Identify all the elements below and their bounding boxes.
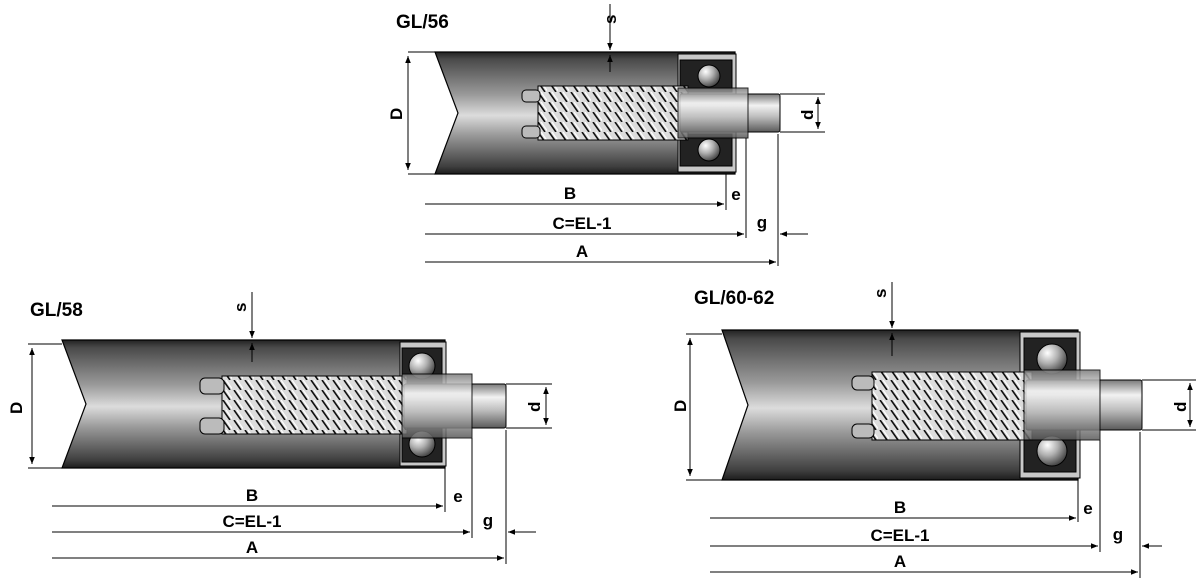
dim-D: D bbox=[7, 402, 26, 414]
drawing-title: GL/60-62 bbox=[694, 288, 774, 309]
dim-s: s bbox=[601, 15, 620, 24]
drawing-gl60-62: GL/60-62 s D d B e C=EL-1 bbox=[671, 282, 1196, 578]
dim-g: g bbox=[483, 511, 493, 530]
dim-D: D bbox=[671, 400, 690, 412]
dim-d: d bbox=[1171, 402, 1190, 412]
drawing-gl56: GL/56 s D d B bbox=[387, 4, 825, 266]
dim-A: A bbox=[246, 538, 258, 557]
spring bbox=[537, 85, 689, 141]
drawing-title: GL/56 bbox=[396, 12, 449, 33]
bearing-ball-top bbox=[697, 64, 721, 88]
dim-D: D bbox=[387, 108, 406, 120]
dim-e: e bbox=[1083, 499, 1092, 518]
spring bbox=[221, 375, 408, 435]
dim-d: d bbox=[525, 402, 544, 412]
dim-g: g bbox=[1113, 525, 1123, 544]
bearing-ball-bottom bbox=[697, 138, 721, 162]
dim-e: e bbox=[453, 487, 462, 506]
dim-A: A bbox=[576, 242, 588, 261]
drawing-gl58: GL/58 s D d B e C=EL-1 bbox=[7, 292, 552, 564]
dim-g: g bbox=[757, 213, 767, 232]
dim-B: B bbox=[246, 486, 258, 505]
dim-A: A bbox=[894, 552, 906, 571]
dim-e: e bbox=[731, 185, 740, 204]
dim-C: C=EL-1 bbox=[552, 214, 611, 233]
dim-C: C=EL-1 bbox=[222, 512, 281, 531]
dim-B: B bbox=[894, 498, 906, 517]
dim-d: d bbox=[798, 110, 817, 120]
spring bbox=[871, 371, 1033, 441]
dim-C: C=EL-1 bbox=[870, 526, 929, 545]
dim-s: s bbox=[231, 303, 250, 312]
drawing-title: GL/58 bbox=[30, 300, 83, 321]
dim-B: B bbox=[564, 184, 576, 203]
dim-s: s bbox=[871, 289, 890, 298]
